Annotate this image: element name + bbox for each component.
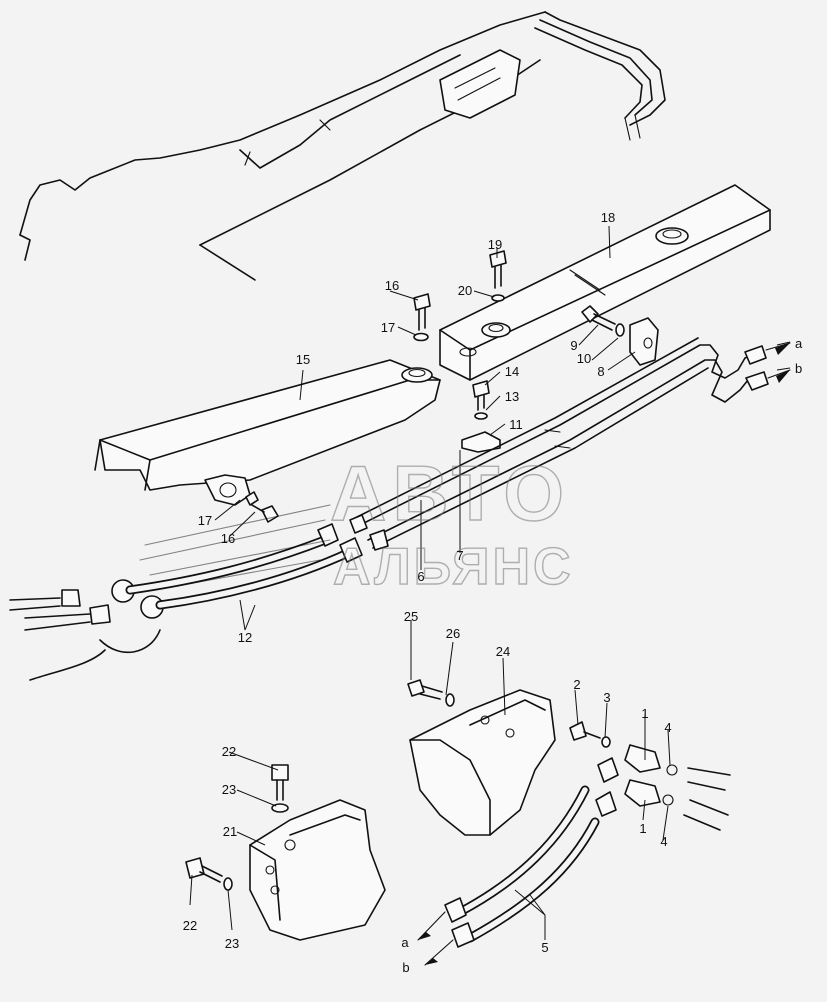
- callout-5: 5: [541, 940, 548, 955]
- pipe-end-arrows-lower: [417, 911, 454, 966]
- leader-lines: [189, 225, 791, 940]
- callout-labels: 16 17 15 19 20 18 9 10 8 a b 14 13 11 6 …: [183, 210, 803, 975]
- callout-17-left: 17: [198, 513, 212, 528]
- part-side-bracket: [407, 679, 556, 836]
- callout-21: 21: [223, 824, 237, 839]
- callout-11: 11: [509, 417, 523, 432]
- callout-13: 13: [505, 389, 519, 404]
- watermark-line1: АВТО: [330, 449, 570, 537]
- callout-8: 8: [597, 364, 604, 379]
- callout-7: 7: [456, 548, 463, 563]
- callout-17-top: 17: [381, 320, 395, 335]
- part-arm-bar: [439, 184, 771, 381]
- callout-22-bottom: 22: [183, 918, 197, 933]
- callout-2: 2: [573, 677, 580, 692]
- part-clip: [461, 431, 501, 453]
- bolt-set-upper: [245, 250, 625, 523]
- callout-26: 26: [446, 626, 460, 641]
- callout-4-bottom: 4: [660, 834, 667, 849]
- callout-1-bottom: 1: [639, 821, 646, 836]
- connection-a-upper: a: [795, 336, 803, 351]
- callout-18: 18: [601, 210, 615, 225]
- callout-16-left: 16: [221, 531, 235, 546]
- steel-pipes: [354, 337, 769, 549]
- hoses-lower-right: [444, 721, 731, 948]
- callout-24: 24: [496, 644, 510, 659]
- callout-19: 19: [488, 237, 502, 252]
- watermark-line2: АЛЬЯНС: [333, 538, 574, 596]
- callout-3: 3: [603, 690, 610, 705]
- callout-10: 10: [577, 351, 591, 366]
- pipe-end-arrows-upper: [765, 342, 791, 383]
- hoses-lower-left: [9, 514, 389, 681]
- upper-boom-outline: [19, 11, 666, 281]
- part-clamp: [629, 317, 659, 366]
- callout-6: 6: [417, 569, 424, 584]
- callout-9: 9: [570, 338, 577, 353]
- callout-1-top: 1: [641, 706, 648, 721]
- callout-22-top: 22: [222, 744, 236, 759]
- callout-15: 15: [296, 352, 310, 367]
- callout-20: 20: [458, 283, 472, 298]
- watermark: АВТО АЛЬЯНС: [139, 448, 574, 597]
- callout-23-top: 23: [222, 782, 236, 797]
- callout-4-top: 4: [664, 720, 671, 735]
- connection-b-lower: b: [402, 960, 409, 975]
- callout-12: 14: [505, 364, 519, 379]
- part-front-bracket: [94, 359, 441, 506]
- connection-b-upper: b: [795, 361, 802, 376]
- connection-a-lower: a: [401, 935, 409, 950]
- callout-23-bottom: 23: [225, 936, 239, 951]
- part-lower-bracket: [185, 764, 386, 941]
- callout-25: 25: [404, 609, 418, 624]
- callout-14: 12: [238, 630, 252, 645]
- callout-16-top: 16: [385, 278, 399, 293]
